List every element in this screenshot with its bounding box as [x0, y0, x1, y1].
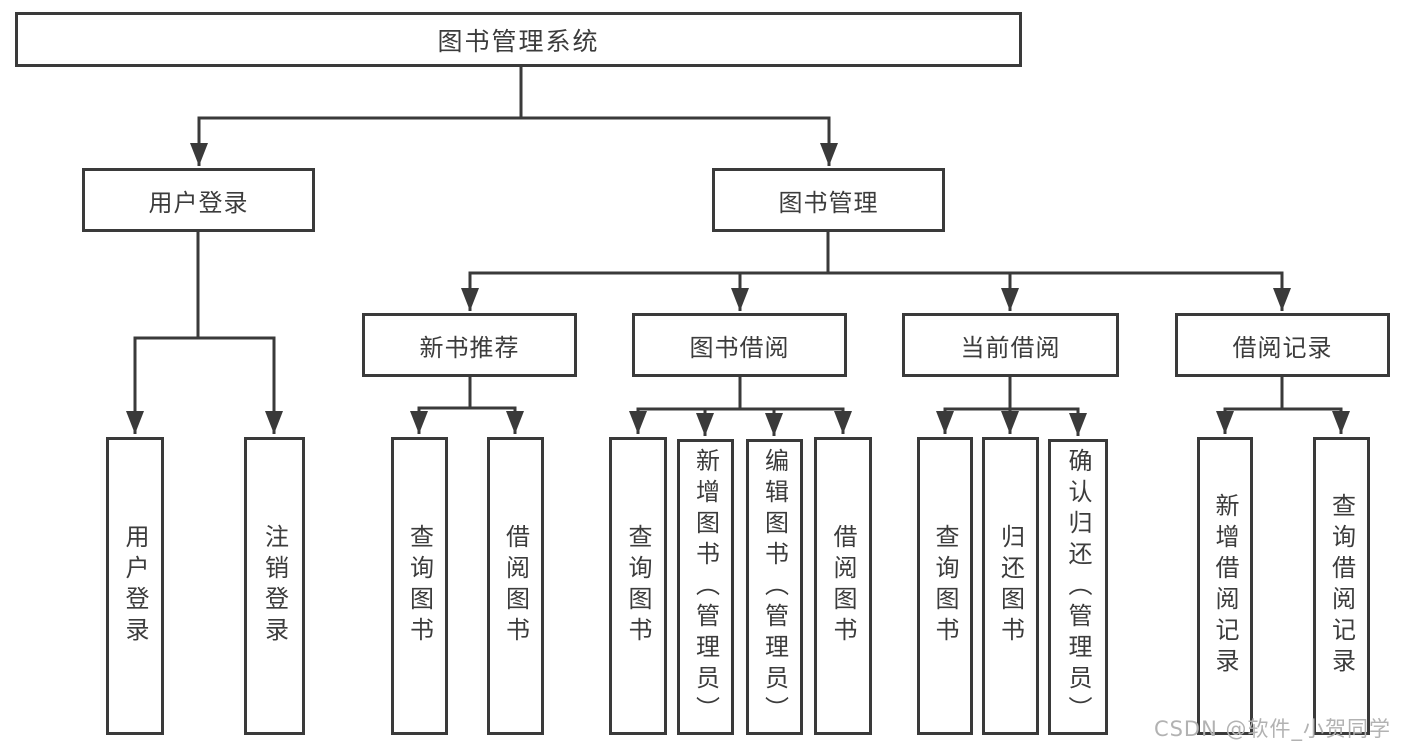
leaf-query-books-3: 查询图书 — [917, 437, 973, 735]
leaf-logout-label: 注销登录 — [260, 524, 289, 648]
leaf-borrow-books-2: 借阅图书 — [814, 437, 872, 735]
node-current-borrow: 当前借阅 — [902, 313, 1119, 377]
csdn-watermark: CSDN @软件_小贺同学 — [1153, 717, 1391, 741]
node-book-management-label: 图书管理 — [778, 188, 879, 217]
node-root: 图书管理系统 — [15, 12, 1022, 67]
node-user-login-label: 用户登录 — [148, 188, 249, 217]
node-book-management: 图书管理 — [712, 168, 945, 232]
leaf-query-borrow-record: 查询借阅记录 — [1313, 437, 1370, 735]
leaf-borrow-books-1: 借阅图书 — [487, 437, 544, 735]
leaf-query-books-1: 查询图书 — [391, 437, 448, 735]
connector-new-book-branch — [410, 377, 524, 434]
leaf-confirm-return-admin-label: 确认归还（管理员） — [1064, 447, 1092, 727]
connector-root-branch — [190, 67, 838, 166]
leaf-add-book-admin-label: 新增图书（管理员） — [691, 447, 720, 727]
node-borrow-records: 借阅记录 — [1175, 313, 1390, 377]
leaf-add-borrow-record-label: 新增借阅记录 — [1211, 493, 1239, 679]
leaf-user-login: 用户登录 — [106, 437, 164, 735]
leaf-borrow-books-2-label: 借阅图书 — [829, 524, 857, 648]
leaf-add-book-admin: 新增图书（管理员） — [677, 439, 734, 735]
connector-borrow-records-branch — [1216, 377, 1350, 434]
leaf-return-book: 归还图书 — [982, 437, 1039, 735]
connector-current-borrow-branch — [936, 377, 1087, 436]
leaf-query-books-1-label: 查询图书 — [405, 524, 434, 648]
node-borrow-records-label: 借阅记录 — [1232, 333, 1333, 362]
node-user-login: 用户登录 — [82, 168, 315, 232]
connector-book-management-branch — [461, 232, 1291, 311]
leaf-query-books-2-label: 查询图书 — [624, 524, 652, 648]
leaf-add-borrow-record: 新增借阅记录 — [1197, 437, 1253, 735]
leaf-logout: 注销登录 — [244, 437, 305, 735]
node-book-borrow-label: 图书借阅 — [689, 333, 790, 362]
leaf-query-borrow-record-label: 查询借阅记录 — [1327, 493, 1356, 679]
leaf-return-book-label: 归还图书 — [996, 524, 1025, 648]
node-book-borrow: 图书借阅 — [632, 313, 847, 377]
leaf-user-login-label: 用户登录 — [121, 524, 149, 648]
leaf-confirm-return-admin: 确认归还（管理员） — [1048, 439, 1108, 735]
node-new-book-recommend-label: 新书推荐 — [419, 333, 520, 362]
node-new-book-recommend: 新书推荐 — [362, 313, 577, 377]
connector-user-login-branch — [126, 232, 283, 434]
connector-book-borrow-branch — [629, 377, 852, 436]
leaf-edit-book-admin: 编辑图书（管理员） — [746, 439, 803, 735]
leaf-edit-book-admin-label: 编辑图书（管理员） — [760, 447, 789, 727]
leaf-query-books-3-label: 查询图书 — [931, 524, 959, 648]
node-root-label: 图书管理系统 — [437, 26, 600, 56]
node-current-borrow-label: 当前借阅 — [960, 333, 1061, 362]
leaf-borrow-books-1-label: 借阅图书 — [501, 524, 530, 648]
leaf-query-books-2: 查询图书 — [609, 437, 667, 735]
